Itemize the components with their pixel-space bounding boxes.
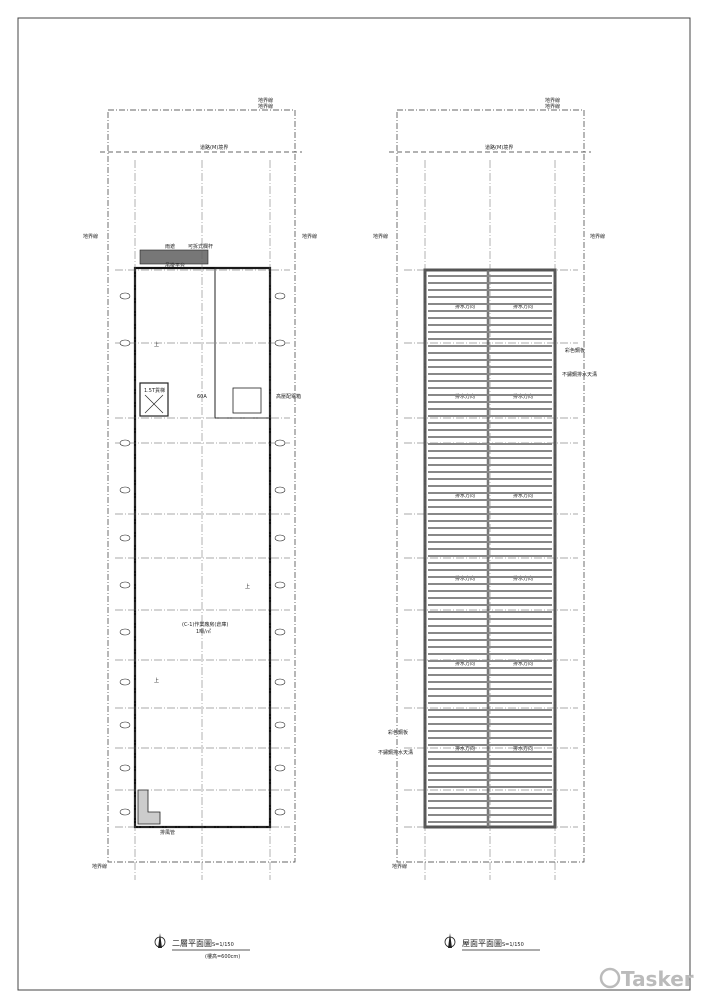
column-tag [119,439,131,447]
elevator [139,382,169,417]
label-up: 上 [154,341,159,348]
label-road: 道路(M)境界 [485,144,513,151]
column-tag [119,764,131,772]
column-tag [119,292,131,300]
label-up-3: 上 [245,583,250,590]
label-drain-direction: 排水方向 [513,745,533,752]
column-tag [119,534,131,542]
label-bg [453,575,475,582]
canopy-railing [139,249,209,265]
column-tag [274,439,286,447]
second-floor-plan: 地界線 地界線 道路(M)境界 地界線 地界線 地界線 雨遮 可拆式欄杆 吊掛平… [83,97,317,880]
plan-scale: S=1/150 [502,942,524,948]
label-panel: 高壓配電箱 [276,393,301,400]
label-boundary-bottom: 地界線 [92,863,107,870]
label-bg [511,393,533,400]
plan-scale: S=1/150 [212,942,234,948]
plan-note: (樓高=600cm) [205,953,240,960]
label-boundary-top: 地界線 [545,97,560,104]
label-drain-direction: 排水方向 [513,492,533,499]
column-tag [119,628,131,636]
column-tag [119,721,131,729]
label-boundary-top2: 地界線 [258,103,273,110]
watermark: Tasker [621,967,694,991]
label-railing: 可拆式欄杆 [188,243,213,250]
title-left: 二層平面圖 S=1/150 (樓高=600cm) [154,933,250,960]
label-bg [453,660,475,667]
column-tag [119,581,131,589]
column-tag [274,339,286,347]
sheet-border [17,17,691,991]
label-bg [511,492,533,499]
column-tag [274,808,286,816]
watermark-logo-icon [599,967,621,989]
site-boundary [396,109,585,863]
plan-title: 屋面平面圖 [462,939,502,948]
label-drain-direction: 排水方向 [455,393,475,400]
stair [232,387,262,414]
label-drain-direction: 排水方向 [455,660,475,667]
building-outline [133,266,272,829]
column-tag [274,292,286,300]
label-drain-direction: 排水方向 [513,660,533,667]
label-bg [511,303,533,310]
column-tag [274,678,286,686]
label-boundary-top2: 地界線 [545,103,560,110]
column-tag [274,764,286,772]
label-drain-direction: 排水方向 [455,745,475,752]
label-steel-sheet-right: 彩色鋼板 [565,347,585,354]
label-steel-sheet-left: 彩色鋼板 [388,729,408,736]
label-bg [453,303,475,310]
column-tag [274,534,286,542]
label-drain-direction: 排水方向 [513,575,533,582]
label-bg [511,745,533,752]
label-gutter-left: 不鏽鋼排水天溝 [378,749,413,756]
label-canopy: 雨遮 [165,243,175,250]
roof-plan: 地界線 地界線 道路(M)境界 地界線 地界線 地界線 彩色鋼板 不鏽鋼排水天溝… [373,97,605,880]
column-tag [274,721,286,729]
label-boundary-right: 地界線 [302,233,317,240]
label-drain-direction: 排水方向 [513,303,533,310]
label-bg [511,575,533,582]
label-elevator: 1.5T貨梯 [144,387,165,394]
column-tag [119,339,131,347]
column-tag [274,581,286,589]
label-boundary-left: 地界線 [373,233,388,240]
label-drain-direction: 排水方向 [455,303,475,310]
label-room: (C-1)作業廠房(倉庫) [182,621,228,628]
label-drain-direction: 排水方向 [455,492,475,499]
label-boundary-right: 地界線 [590,233,605,240]
label-up-2: 上 [154,677,159,684]
site-boundary [107,109,296,863]
column-tag [119,486,131,494]
column-tag [274,486,286,494]
label-bg [511,660,533,667]
label-bg [453,393,475,400]
label-platform: 吊掛平台 [165,262,185,269]
label-boundary-bottom: 地界線 [392,863,407,870]
plan-title: 二層平面圖 [172,939,212,948]
label-drain-direction: 排水方向 [513,393,533,400]
column-tag [119,808,131,816]
label-load: 1噸/㎡ [196,628,211,635]
label-duct: 排風管 [160,829,175,836]
label-boundary-left: 地界線 [83,233,98,240]
column-tag [274,628,286,636]
label-bg [453,492,475,499]
title-right: 屋面平面圖 S=1/150 [444,933,540,951]
label-drain-direction: 排水方向 [455,575,475,582]
label-gutter-right: 不鏽鋼排水天溝 [562,371,597,378]
label-boundary-top: 地界線 [258,97,273,104]
label-bg [453,745,475,752]
column-tag [119,678,131,686]
label-road: 道路(M)境界 [200,144,228,151]
corner-stair [137,789,161,825]
